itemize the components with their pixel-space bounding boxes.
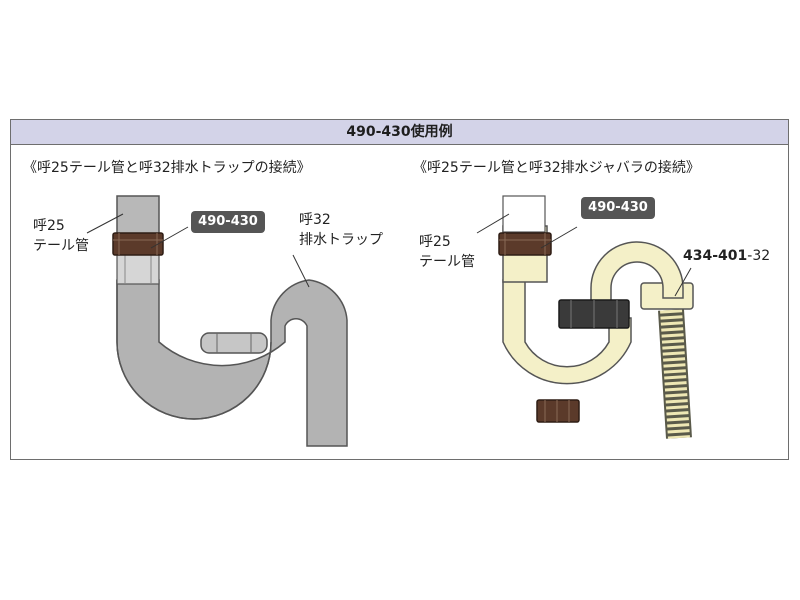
hose-part-number: 434-401-32 — [683, 246, 770, 266]
left-trap-label: 呼32 排水トラップ — [299, 212, 383, 248]
usage-example-figure: 490-430使用例 《呼25テール管と呼32排水トラップの接続》 《呼25テー… — [10, 119, 789, 460]
left-s-trap-illustration — [86, 195, 348, 447]
left-part-badge: 490-430 — [191, 211, 265, 233]
left-tail-pipe-label: 呼25 テール管 — [33, 218, 89, 254]
hose-code: 434-401 — [683, 248, 748, 264]
hose-suffix: -32 — [747, 248, 771, 264]
adapter-490-430-left — [112, 232, 164, 256]
pipe-illustrations — [86, 195, 694, 447]
coupling-nut — [200, 332, 268, 354]
right-tail-pipe-label: 呼25 テール管 — [419, 234, 475, 270]
adapter-490-430-right — [498, 232, 552, 256]
right-caption: 《呼25テール管と呼32排水ジャバラの接続》 — [413, 160, 700, 176]
s-trap-body — [116, 279, 348, 447]
right-part-badge: 490-430 — [581, 197, 655, 219]
cleanout-plug — [536, 399, 580, 423]
right-trap-hose-illustration — [476, 195, 694, 439]
figure-title: 490-430使用例 — [11, 120, 788, 145]
left-caption: 《呼25テール管と呼32排水トラップの接続》 — [23, 160, 311, 176]
